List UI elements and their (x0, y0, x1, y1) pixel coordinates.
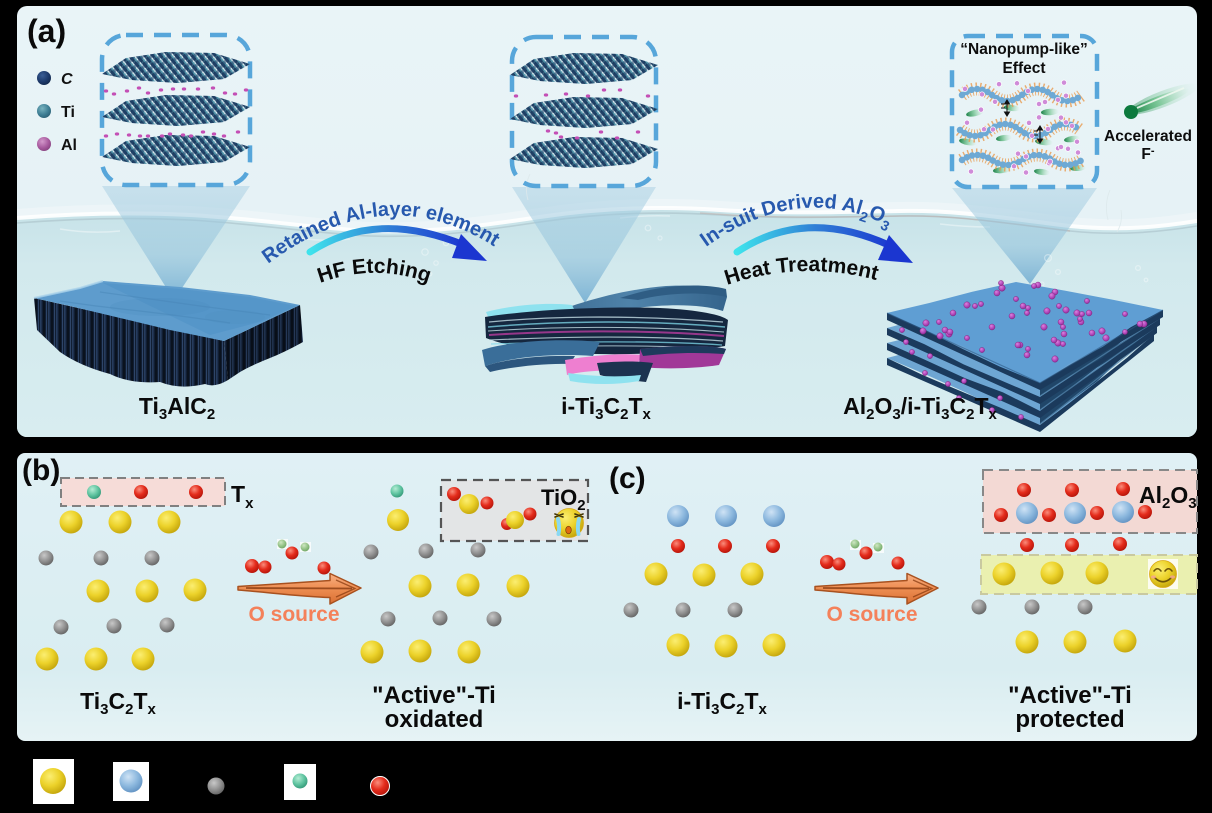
svg-text:(b): (b) (22, 454, 60, 487)
svg-text:oxidated: oxidated (385, 706, 484, 733)
svg-text:C: C (61, 71, 73, 88)
svg-text:“Nanopump-like”: “Nanopump-like” (960, 41, 1087, 58)
svg-text:Ti3AlC2: Ti3AlC2 (139, 393, 215, 423)
svg-text:O source: O source (826, 603, 917, 626)
svg-text:i-Ti3C2Tx: i-Ti3C2Tx (561, 393, 651, 423)
svg-text:Ti3C2Tx: Ti3C2Tx (80, 688, 156, 718)
svg-text:O source: O source (248, 603, 339, 626)
svg-text:(a): (a) (27, 13, 66, 49)
svg-text:i-Ti3C2Tx: i-Ti3C2Tx (677, 688, 767, 718)
svg-text:Accelerated: Accelerated (1104, 128, 1192, 145)
svg-text:"Active"-Ti: "Active"-Ti (372, 682, 496, 709)
svg-text:Ti: Ti (61, 104, 75, 121)
svg-text:protected: protected (1015, 706, 1124, 733)
svg-text:Al: Al (61, 137, 77, 154)
svg-text:Effect: Effect (1002, 60, 1045, 77)
svg-text:"Active"-Ti: "Active"-Ti (1008, 682, 1132, 709)
svg-text:(c): (c) (609, 462, 646, 495)
